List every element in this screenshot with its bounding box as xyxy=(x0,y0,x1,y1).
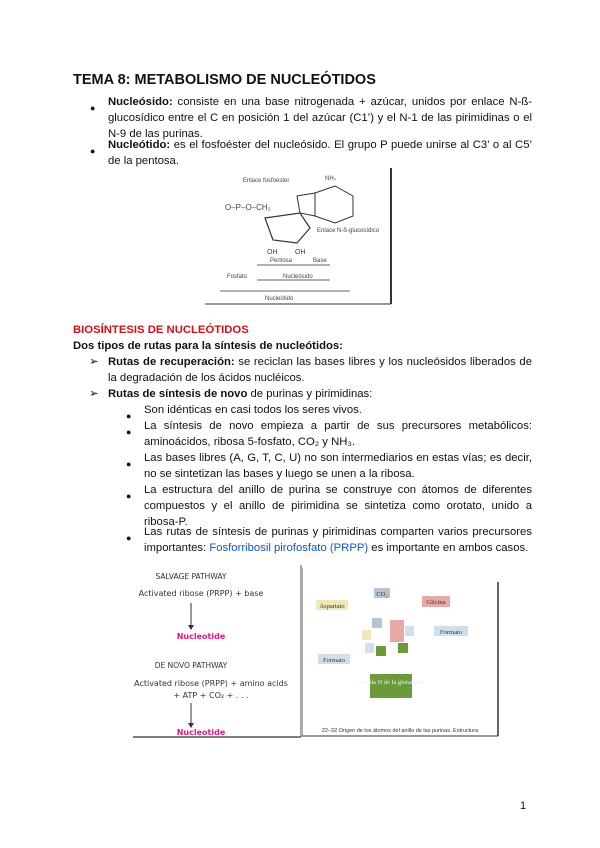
label: Enlace fosfoéster xyxy=(243,178,289,184)
label: Nucleótido xyxy=(265,296,294,302)
denovo-label: DE NOVO PATHWAY xyxy=(155,661,228,670)
bullet: ● xyxy=(126,427,132,437)
term: Rutas de recuperación: xyxy=(108,356,235,368)
bullet: ● xyxy=(126,533,132,543)
label: Nucleósido xyxy=(283,274,313,280)
bullet: ● xyxy=(126,491,132,501)
text: Las rutas de síntesis de purinas y pirim… xyxy=(144,526,532,554)
label: Glicina xyxy=(426,599,445,606)
arrow-bullet: ➢ xyxy=(89,388,99,400)
salvage-label: SALVAGE PATHWAY xyxy=(156,572,227,581)
purine-origin-figure: CO₂ Aspartato Glicina Formato Formato Am… xyxy=(302,568,502,738)
label: Pentosa xyxy=(270,258,293,264)
page-number: 1 xyxy=(520,800,527,812)
term: Rutas de síntesis de novo xyxy=(108,388,248,400)
ruta-recuperacion: Rutas de recuperación: se reciclan las b… xyxy=(108,354,532,386)
bullet: ● xyxy=(126,459,132,469)
arrow-bullet: ➢ xyxy=(89,356,99,368)
prpp-link[interactable]: Fosforribosil pirofosfato (PRPP) xyxy=(209,542,369,554)
text: de purinas y pirimidinas: xyxy=(247,388,373,400)
label: Amida N de la glutamina xyxy=(358,679,424,686)
equation: Activated ribose (PRPP) + amino acids xyxy=(134,679,288,688)
svg-text:O–P–O–CH₂: O–P–O–CH₂ xyxy=(225,203,271,212)
figure-caption: 22–32 Origen de los átomos del anillo de… xyxy=(322,728,479,734)
list-item: Son idénticas en casi todos los seres vi… xyxy=(144,404,362,416)
term: Nucleósido: xyxy=(108,96,173,108)
label: Formato xyxy=(323,657,345,664)
bullet: ● xyxy=(126,411,132,421)
label: CO₂ xyxy=(376,591,387,598)
nucleotide-label: Nucleotide xyxy=(177,728,226,737)
list-item: La síntesis de novo empieza a partir de … xyxy=(144,420,532,448)
definition-nucleosido: Nucleósido: consiste en una base nitroge… xyxy=(108,94,532,142)
equation: Activated ribose (PRPP) + base xyxy=(139,589,264,598)
section-subheading: Dos tipos de rutas para la síntesis de n… xyxy=(73,340,343,352)
nucleotide-label: Nucleotide xyxy=(177,632,226,641)
section-heading: BIOSÍNTESIS DE NUCLEÓTIDOS xyxy=(73,324,249,336)
label: Aspartato xyxy=(319,603,344,610)
ruta-de-novo: Rutas de síntesis de novo de purinas y p… xyxy=(108,386,532,402)
label: NH₂ xyxy=(325,176,337,182)
bullet: ● xyxy=(90,103,96,113)
definition-nucleotido: Nucleótido: es el fosfoéster del nucleós… xyxy=(108,137,532,169)
text: es importante en ambos casos. xyxy=(368,542,529,554)
pathways-figure: SALVAGE PATHWAY Activated ribose (PRPP) … xyxy=(133,565,303,740)
nucleotide-structure-figure: Enlace fosfoéster NH₂ O–P–O–CH₂ Enlace N… xyxy=(205,168,395,306)
equation: + ATP + CO₂ + . . . xyxy=(173,691,248,700)
label: OH xyxy=(295,249,306,256)
label: Base xyxy=(313,258,327,264)
label: Formato xyxy=(440,629,462,636)
label: Enlace N-ß-glucosídico xyxy=(317,228,380,234)
list-item: Las rutas de síntesis de purinas y pirim… xyxy=(144,524,532,556)
text: se reciclan las bases libres y los nucle… xyxy=(108,356,532,384)
label: OH xyxy=(267,249,278,256)
label: Fosfato xyxy=(227,274,248,280)
term: Nucleótido: xyxy=(108,139,171,151)
page-title: TEMA 8: METABOLISMO DE NUCLEÓTIDOS xyxy=(73,72,376,88)
definition-text: es el fosfoéster del nucleósido. El grup… xyxy=(108,139,532,167)
list-item: La estructura del anillo de purina se co… xyxy=(144,484,532,528)
bullet: ● xyxy=(90,146,96,156)
list-item: Las bases libres (A, G, T, C, U) no son … xyxy=(144,452,532,480)
definition-text: consiste en una base nitrogenada + azúca… xyxy=(108,96,532,140)
